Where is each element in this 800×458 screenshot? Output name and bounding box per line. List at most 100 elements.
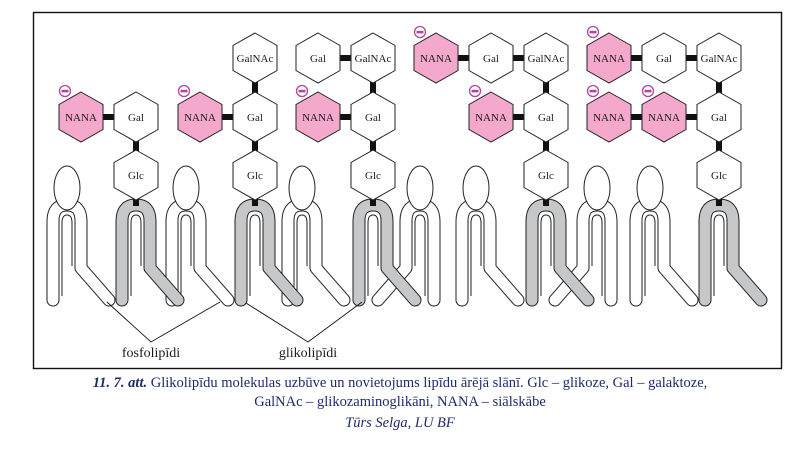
- hexagon-ring: [468, 91, 514, 143]
- tail-inner-line: [130, 214, 142, 296]
- phospholipid-1: [46, 165, 116, 307]
- glycosidic-bond: [685, 55, 698, 61]
- sugar-label: GalNAc: [355, 53, 392, 65]
- tail-inner-line: [540, 214, 552, 296]
- sugar-label: NANA: [648, 112, 680, 124]
- phospholipid-2: [165, 165, 235, 307]
- ceramide-bond: [370, 199, 376, 206]
- tail-inner-line: [367, 214, 379, 296]
- sugar-galnac: GalNAc: [523, 32, 569, 84]
- tail-inner-line: [249, 214, 261, 296]
- phospholipid-head: [53, 165, 81, 211]
- glycosidic-bond: [543, 82, 549, 93]
- sugar-nana: NANA: [586, 25, 632, 84]
- phospholipid-head: [583, 165, 611, 211]
- hexagon-ring: [295, 32, 341, 84]
- glycosidic-bond: [543, 141, 549, 151]
- caption-line-2: GalNAc – glikozaminoglikāni, NANA – siāl…: [254, 394, 546, 410]
- sugar-label: NANA: [593, 53, 625, 65]
- tail-inner-line: [180, 214, 192, 296]
- hexagon-ring: [641, 32, 687, 84]
- sugar-galnac: GalNAc: [696, 32, 742, 84]
- sugar-label: NANA: [593, 112, 625, 124]
- phospholipid-7: [629, 165, 699, 307]
- glycosidic-bond: [630, 55, 643, 61]
- glycosidic-bond: [370, 82, 376, 93]
- sugar-label: NANA: [65, 112, 97, 124]
- hexagon-ring: [696, 32, 742, 84]
- sugar-label: Gal: [656, 53, 672, 65]
- sugar-label: Gal: [310, 53, 326, 65]
- hexagon-ring: [641, 91, 687, 143]
- sugar-label: Glc: [538, 170, 554, 182]
- sugar-label: GalNAc: [528, 53, 565, 65]
- hexagon-ring: [58, 91, 104, 143]
- sugar-glc: Glc: [523, 149, 569, 201]
- sugar-galnac: GalNAc: [232, 32, 278, 84]
- negative-charge-icon: [177, 84, 191, 98]
- hexagon-ring: [586, 91, 632, 143]
- sugar-label: Glc: [128, 170, 144, 182]
- hexagon-ring: [350, 91, 396, 143]
- phospholipid-head: [172, 165, 200, 211]
- sugar-label: Gal: [538, 112, 554, 124]
- tail-inner-line: [61, 214, 73, 296]
- sugar-glc: Glc: [350, 149, 396, 201]
- tail-inner-line: [644, 214, 656, 296]
- tail-inner-line: [591, 214, 603, 296]
- sugar-nana: NANA: [177, 84, 223, 143]
- sugar-gal: Gal: [350, 91, 396, 143]
- sugar-gal: Gal: [641, 32, 687, 84]
- sugar-label: NANA: [184, 112, 216, 124]
- sugar-nana: NANA: [641, 84, 687, 143]
- sugar-nana: NANA: [468, 84, 514, 143]
- hexagon-ring: [232, 32, 278, 84]
- phospholipid-head: [288, 165, 316, 211]
- phospholipid-head: [636, 165, 664, 211]
- tail-inner-line: [470, 214, 482, 296]
- hexagon-ring: [468, 32, 514, 84]
- sugar-label: Glc: [711, 170, 727, 182]
- negative-charge-icon: [295, 84, 309, 98]
- sugar-gal: Gal: [113, 91, 159, 143]
- phospholipid-head: [462, 165, 490, 211]
- hexagon-ring: [413, 32, 459, 84]
- phospholipid-3: [281, 165, 351, 307]
- sugar-label: Gal: [365, 112, 381, 124]
- hexagon-ring: [350, 32, 396, 84]
- phospholipids-label: fosfolipīdi: [122, 346, 180, 361]
- glycosidic-bond: [457, 55, 470, 61]
- sugar-label: NANA: [302, 112, 334, 124]
- phospholipid-6: [548, 165, 618, 307]
- sugar-label: NANA: [420, 53, 452, 65]
- figure-caption: 11. 7. att. Glikolipīdu molekulas uzbūve…: [0, 374, 800, 433]
- sugar-label: Glc: [247, 170, 263, 182]
- sugar-gal: Gal: [523, 91, 569, 143]
- hexagon-ring: [295, 91, 341, 143]
- sugar-galnac: GalNAc: [350, 32, 396, 84]
- sugar-label: Gal: [247, 112, 263, 124]
- glycosidic-bond: [221, 114, 234, 120]
- caption-text-1: Glikolipīdu molekulas uzbūve un novietoj…: [147, 375, 708, 391]
- glycosidic-bond: [339, 55, 352, 61]
- hexagon-ring: [586, 32, 632, 84]
- sugar-glc: Glc: [696, 149, 742, 201]
- sugar-gal: Gal: [232, 91, 278, 143]
- hexagon-ring: [350, 149, 396, 201]
- negative-charge-icon: [586, 25, 600, 39]
- glycosidic-bond: [716, 141, 722, 151]
- sugar-label: Glc: [365, 170, 381, 182]
- negative-charge-icon: [58, 84, 72, 98]
- sugar-nana: NANA: [295, 84, 341, 143]
- glycosidic-bond: [685, 114, 698, 120]
- hexagon-ring: [523, 91, 569, 143]
- sugar-label: Gal: [483, 53, 499, 65]
- phospholipid-4: [371, 165, 441, 307]
- caption-credit: Tūrs Selga, LU BF: [345, 415, 455, 431]
- phospholipid-5: [455, 165, 525, 307]
- hexagon-ring: [523, 32, 569, 84]
